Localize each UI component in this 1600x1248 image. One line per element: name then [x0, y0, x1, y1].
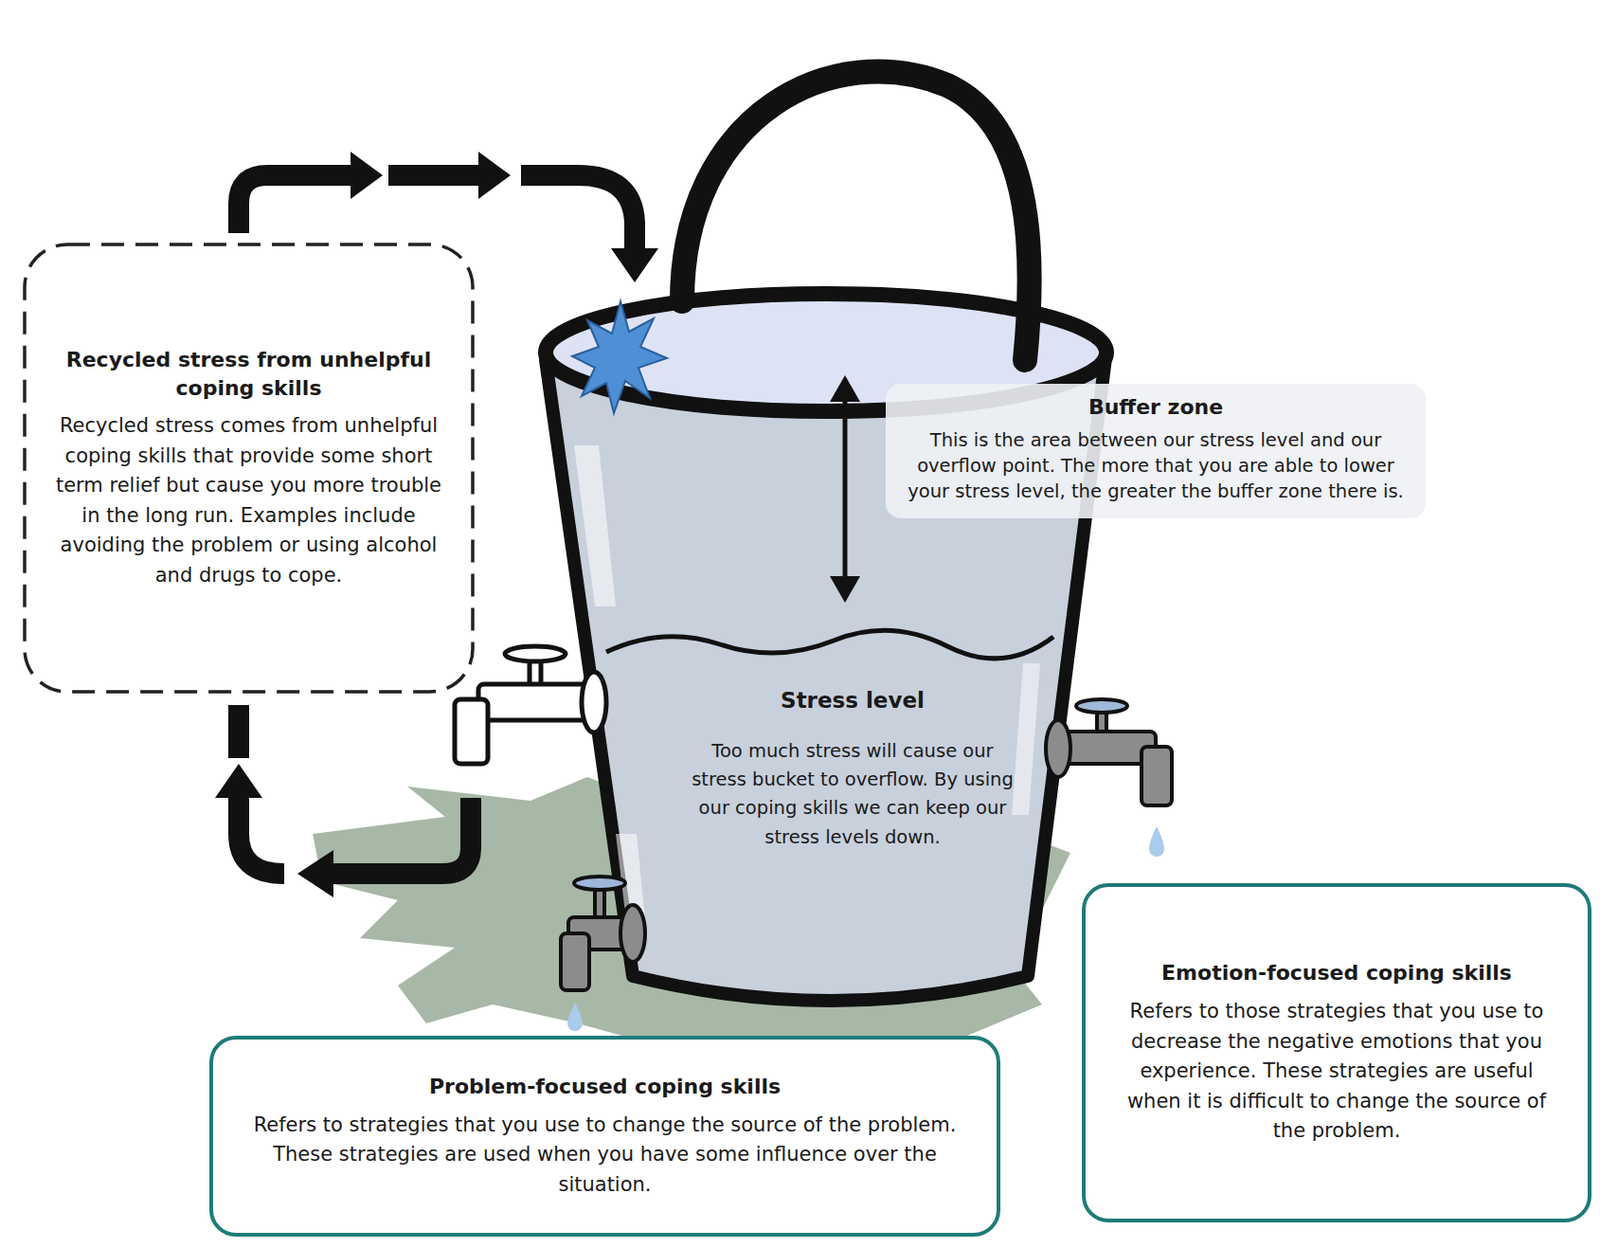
water-surface: [606, 629, 1054, 659]
box-heading: Emotion-focused coping skills: [1110, 958, 1564, 988]
water-drop: [567, 1002, 583, 1031]
buffer-arrow: [829, 375, 861, 603]
tap-pipe: [478, 683, 591, 720]
arrow-head: [350, 151, 383, 199]
arrow-shaft: [521, 175, 635, 249]
tap-spout: [1141, 746, 1172, 806]
arrow-head: [611, 248, 659, 283]
tap-collar: [581, 671, 607, 733]
arrow-head: [829, 575, 861, 603]
arrow-head: [215, 763, 263, 798]
emotion-coping-box: Emotion-focused coping skillsRefers to t…: [1081, 882, 1592, 1223]
bucket-highlight: [574, 445, 616, 607]
stress-level-heading-holder: Stress level: [663, 683, 1043, 719]
tap-collar: [620, 904, 646, 962]
arrow-head: [829, 375, 861, 402]
stress-level-heading: Stress level: [663, 683, 1043, 719]
arrow-head: [297, 849, 334, 898]
recycled-stress-box: Recycled stress from unhelpful coping sk…: [22, 242, 475, 694]
stress-level-text: Too much stress will cause our stress bu…: [683, 737, 1022, 852]
dashed-border: [24, 244, 473, 692]
arrow-shaft: [333, 797, 471, 874]
buffer-arrow-line: [843, 397, 848, 580]
bucket-handle: [682, 71, 1030, 360]
arrow-shaft: [238, 175, 351, 234]
box-body: Recycled stress comes from unhelpful cop…: [51, 411, 447, 591]
bottom-tap: [560, 876, 646, 990]
buffer-zone-box: Buffer zoneThis is the area between our …: [885, 383, 1426, 519]
dashed-outline: [22, 242, 475, 694]
box-body: Refers to strategies that you use to cha…: [237, 1110, 972, 1201]
box-heading: Recycled stress from unhelpful coping sk…: [51, 345, 447, 402]
arrow-shaft: [238, 797, 285, 874]
bucket-highlight: [1011, 663, 1041, 815]
box-body: This is the area between our stress leve…: [900, 427, 1411, 505]
tap-handle: [1076, 699, 1128, 713]
arrow-head: [478, 151, 511, 199]
box-heading: Buffer zone: [900, 393, 1411, 422]
arrow-shaft: [388, 164, 479, 186]
tap-handle: [504, 646, 566, 662]
stress-level-text-holder: Too much stress will cause our stress bu…: [683, 737, 1022, 852]
box-body: Refers to those strategies that you use …: [1110, 996, 1564, 1147]
tap-spout: [454, 699, 488, 764]
tap-collar: [1045, 719, 1071, 777]
problem-coping-box: Problem-focused coping skillsRefers to s…: [209, 1035, 1001, 1237]
overflow-splash: [572, 301, 667, 414]
box-heading: Problem-focused coping skills: [237, 1072, 972, 1101]
tap-spout: [560, 933, 590, 990]
water-drop: [1149, 826, 1165, 857]
arrow-shaft: [228, 704, 250, 758]
left-tap: [454, 646, 607, 764]
right-tap: [1045, 699, 1172, 806]
tap-handle: [574, 876, 626, 890]
